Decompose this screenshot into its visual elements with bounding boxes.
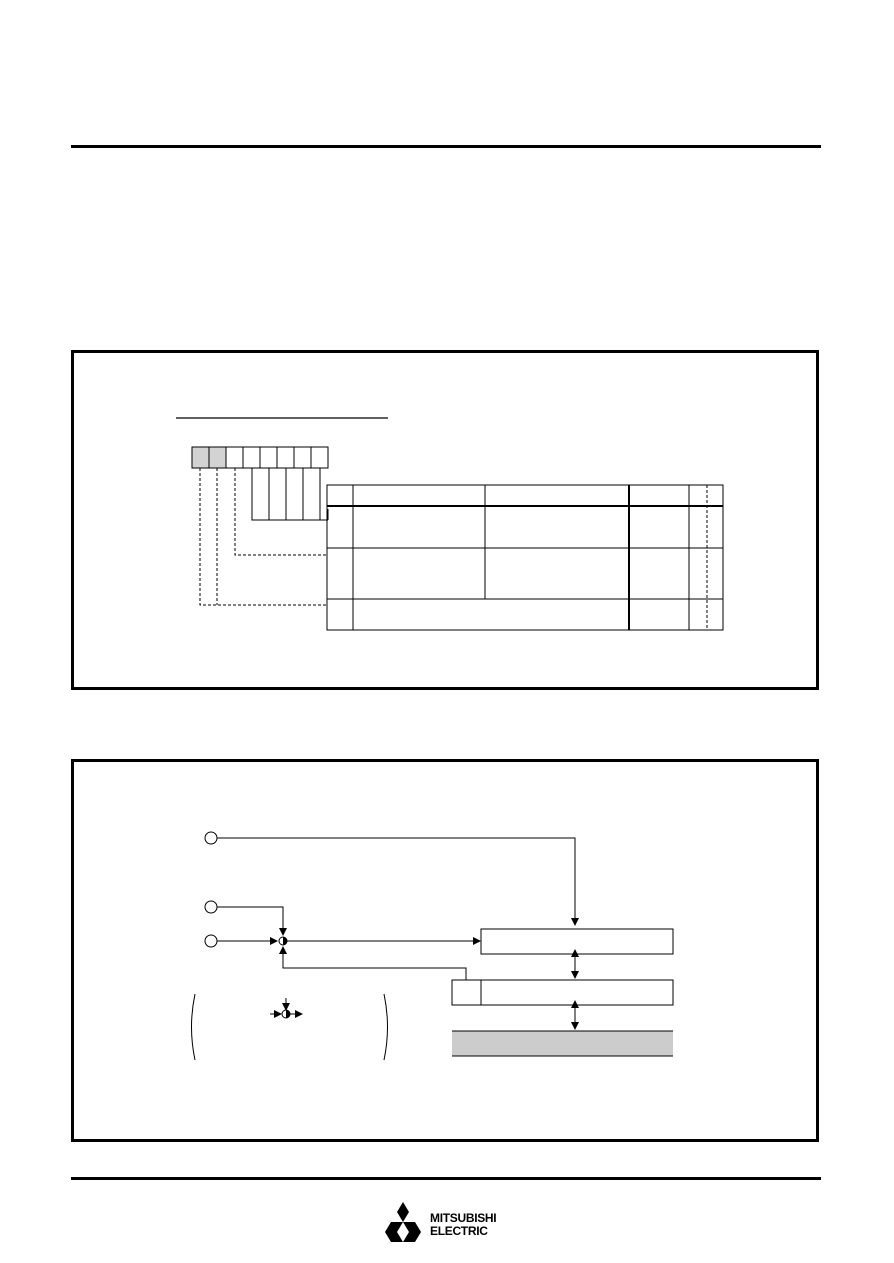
three-diamonds-logo-icon bbox=[385, 1202, 421, 1242]
data-bus-band bbox=[452, 1031, 673, 1056]
input-pin-3 bbox=[204, 934, 218, 948]
bit-description-table bbox=[326, 484, 724, 631]
legend-right-bracket bbox=[383, 993, 388, 1061]
header-rule bbox=[71, 145, 821, 148]
signal-flow-diagram bbox=[191, 831, 674, 1061]
bit-cell-b1 bbox=[293, 446, 312, 469]
brand-line-2: ELECTRIC bbox=[430, 1224, 488, 1238]
register-block bbox=[451, 979, 674, 1006]
brand-line-1: MITSUBISHI bbox=[430, 1211, 497, 1225]
bit-cell-b4 bbox=[242, 446, 261, 469]
bit-cell-b7 bbox=[191, 446, 210, 469]
pin2-signal-line bbox=[217, 906, 287, 936]
bit-cell-b2 bbox=[276, 446, 295, 469]
leader-b4-b0 bbox=[251, 468, 329, 521]
register-bit-cells bbox=[191, 446, 329, 469]
pin1-signal-line bbox=[217, 837, 579, 926]
footer-rule bbox=[71, 1177, 821, 1180]
leader-b7 bbox=[199, 468, 327, 606]
leader-b5 bbox=[234, 468, 327, 556]
bit-leader-lines bbox=[199, 468, 329, 606]
brand-wordmark: MITSUBISHI ELECTRIC bbox=[430, 1211, 497, 1238]
input-pin-2 bbox=[204, 900, 218, 914]
block-diagram-panel bbox=[71, 759, 819, 1142]
upper-block bbox=[480, 928, 674, 955]
register-figure-panel bbox=[71, 350, 819, 690]
table-outline bbox=[326, 484, 724, 631]
bit-cell-b5 bbox=[225, 446, 244, 469]
bit-cell-b3 bbox=[259, 446, 278, 469]
selector-switch-half bbox=[283, 937, 287, 945]
select-control-line bbox=[279, 946, 467, 980]
register-bit-diagram bbox=[176, 417, 724, 631]
input-pin-1 bbox=[204, 831, 218, 845]
legend-switch-symbol bbox=[270, 998, 303, 1019]
legend-left-bracket bbox=[191, 993, 196, 1061]
bit-cell-b0 bbox=[310, 446, 329, 469]
bit-cell-b6 bbox=[208, 446, 227, 469]
